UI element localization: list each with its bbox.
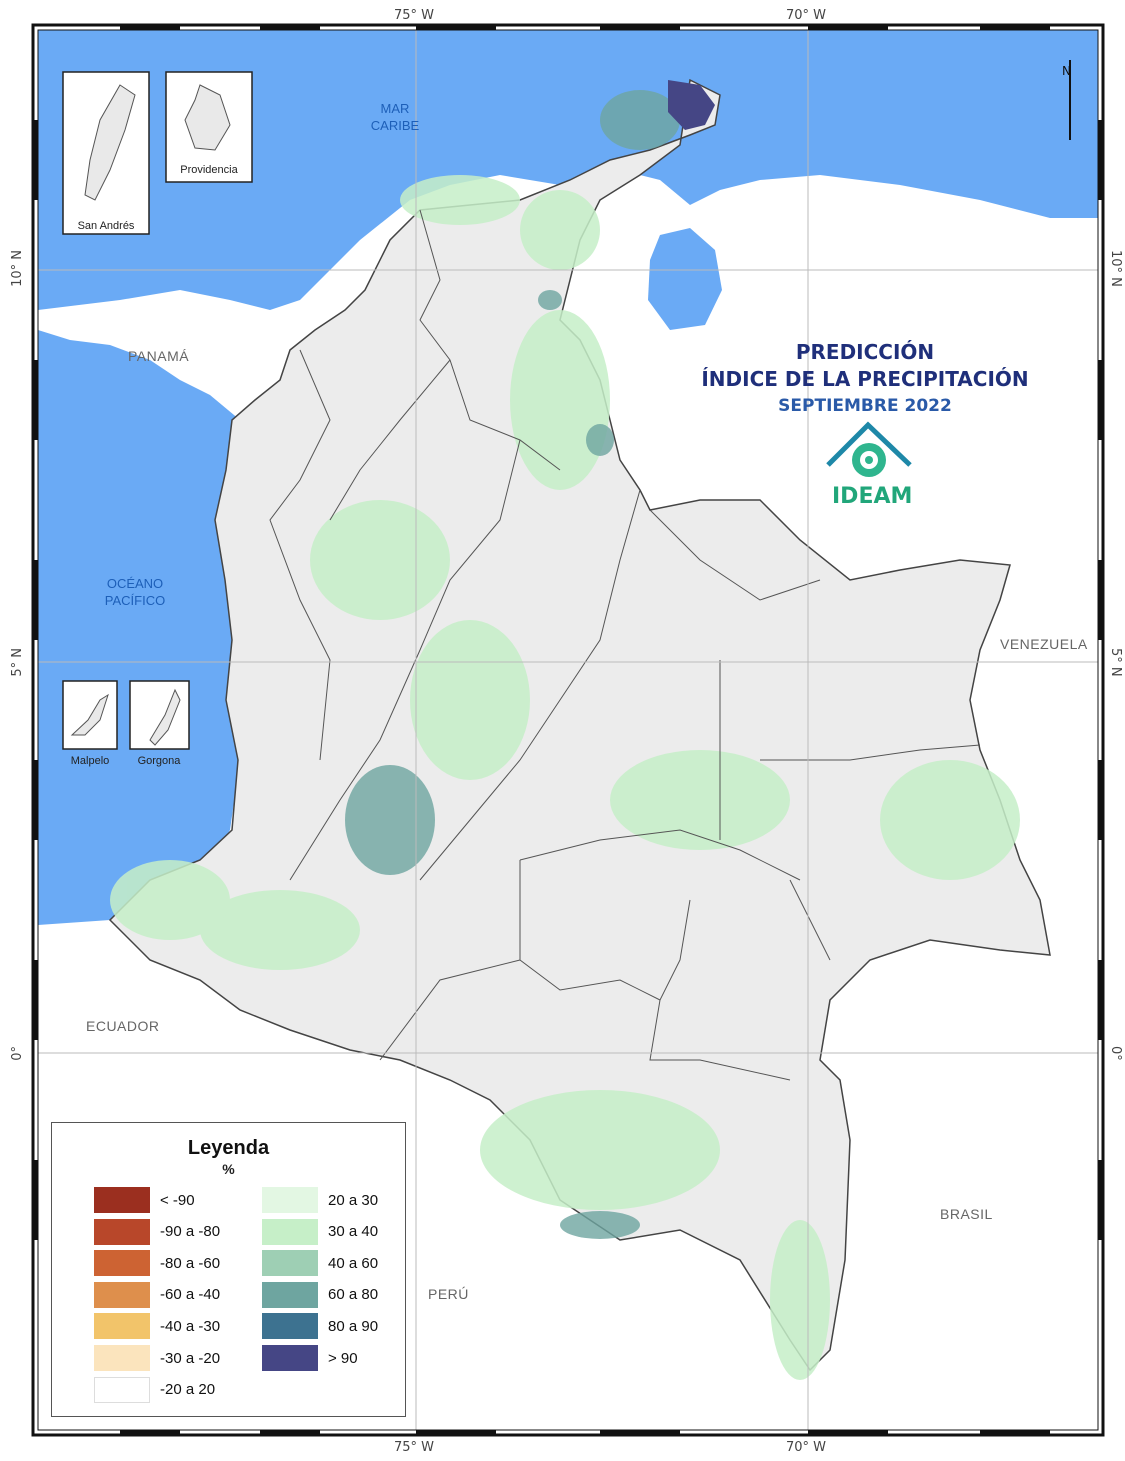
legend-label: 20 a 30 (328, 1191, 379, 1209)
department-borders (269, 209, 981, 1081)
inset-malpelo (62, 680, 118, 750)
place-label-venezuela: VENEZUELA (1000, 636, 1088, 652)
legend-unit: % (222, 1161, 235, 1177)
legend: Leyenda % < -90 -90 a -80 -80 a -60 -60 a -… (51, 1122, 406, 1417)
legend-item: 60 a 80 (262, 1281, 379, 1308)
lat-label-right-0: 0° (1108, 1046, 1123, 1061)
inset-san-andres (62, 71, 150, 235)
legend-swatch (94, 1376, 150, 1403)
legend-item: < -90 (94, 1187, 195, 1213)
legend-label: -30 a -20 (160, 1349, 221, 1367)
legend-swatch (94, 1187, 150, 1213)
precipitation-patches-strong (345, 90, 680, 1239)
legend-label: 80 a 90 (328, 1317, 379, 1335)
legend-swatch (262, 1187, 318, 1213)
lon-label-bottom-70: 70° W (786, 1440, 827, 1455)
place-label-panama: PANAMÁ (128, 348, 190, 364)
legend-item: -20 a 20 (94, 1376, 216, 1403)
legend-swatch (262, 1345, 318, 1371)
legend-swatch (94, 1250, 150, 1277)
pacific-ocean-label: OCÉANO PACÍFICO (104, 576, 166, 608)
legend-item: -80 a -60 (94, 1250, 221, 1277)
place-label-peru: PERÚ (428, 1286, 469, 1302)
inset-label-providencia: Providencia (180, 164, 238, 176)
legend-swatch (262, 1281, 318, 1308)
legend-label: < -90 (160, 1191, 195, 1209)
logo-text: IDEAM (832, 484, 913, 509)
legend-swatch (94, 1313, 150, 1340)
lat-label-left-0: 0° (10, 1046, 25, 1061)
legend-swatch (94, 1218, 150, 1245)
precipitation-max (668, 80, 715, 130)
precipitation-patches (110, 175, 1020, 1380)
legend-swatch (94, 1281, 150, 1308)
map-frame (31, 23, 1105, 1437)
legend-label: > 90 (328, 1349, 358, 1367)
north-arrow-icon: N (1062, 60, 1071, 140)
title-line-1: PREDICCIÓN (795, 340, 935, 364)
title-line-3: SEPTIEMBRE 2022 (778, 396, 952, 416)
lon-label-bottom-75: 75° W (394, 1440, 435, 1455)
caribbean-sea (38, 30, 1098, 310)
colombia-land (108, 78, 1051, 1372)
legend-swatch (262, 1218, 318, 1245)
legend-item: 80 a 90 (262, 1313, 379, 1340)
legend-swatch (262, 1250, 318, 1277)
inset-label-malpelo: Malpelo (70, 755, 110, 767)
legend-item: 40 a 60 (262, 1250, 379, 1277)
lat-label-left-5: 5° N (10, 648, 25, 677)
place-label-brasil: BRASIL (940, 1206, 993, 1222)
legend-label: -40 a -30 (160, 1317, 221, 1335)
legend-item: > 90 (262, 1345, 358, 1371)
legend-item: -90 a -80 (94, 1218, 221, 1245)
lake-maracaibo (648, 228, 722, 330)
legend-label: 40 a 60 (328, 1254, 379, 1272)
legend-item: -60 a -40 (94, 1281, 221, 1308)
legend-item: 20 a 30 (262, 1187, 378, 1213)
legend-item: -30 a -20 (94, 1345, 220, 1371)
lon-label-top-75: 75° W (394, 8, 435, 23)
graticule (38, 30, 1098, 1430)
pacific-ocean (38, 330, 240, 925)
lat-label-left-10: 10° N (10, 250, 25, 287)
svg-text:N: N (1062, 64, 1071, 78)
legend-label: -90 a -80 (160, 1223, 221, 1241)
frame-ticks (34, 26, 1102, 1434)
place-label-ecuador: ECUADOR (86, 1018, 160, 1034)
legend-label: -80 a -60 (160, 1254, 221, 1272)
legend-label: 30 a 40 (328, 1223, 379, 1241)
caribbean-sea-label: MAR CARIBE (370, 101, 420, 133)
inset-label-gorgona: Gorgona (137, 755, 181, 767)
legend-title: Leyenda (187, 1137, 270, 1159)
ideam-logo-icon (826, 421, 912, 477)
lon-label-top-70: 70° W (786, 8, 827, 23)
legend-item: -40 a -30 (94, 1313, 221, 1340)
legend-swatch (94, 1345, 150, 1371)
legend-item: 30 a 40 (262, 1218, 379, 1245)
inset-label-san-andres: San Andrés (77, 220, 135, 232)
legend-swatch (262, 1313, 318, 1340)
map-inner-frame (37, 29, 1099, 1431)
title-line-2: ÍNDICE DE LA PRECIPITACIÓN (701, 367, 1029, 391)
legend-label: 60 a 80 (328, 1286, 379, 1304)
lat-label-right-10: 10° N (1108, 250, 1123, 287)
legend-label: -20 a 20 (160, 1381, 216, 1399)
legend-label: -60 a -40 (160, 1286, 221, 1304)
inset-gorgona (129, 680, 190, 750)
inset-providencia (165, 71, 253, 183)
lat-label-right-5: 5° N (1108, 648, 1123, 677)
